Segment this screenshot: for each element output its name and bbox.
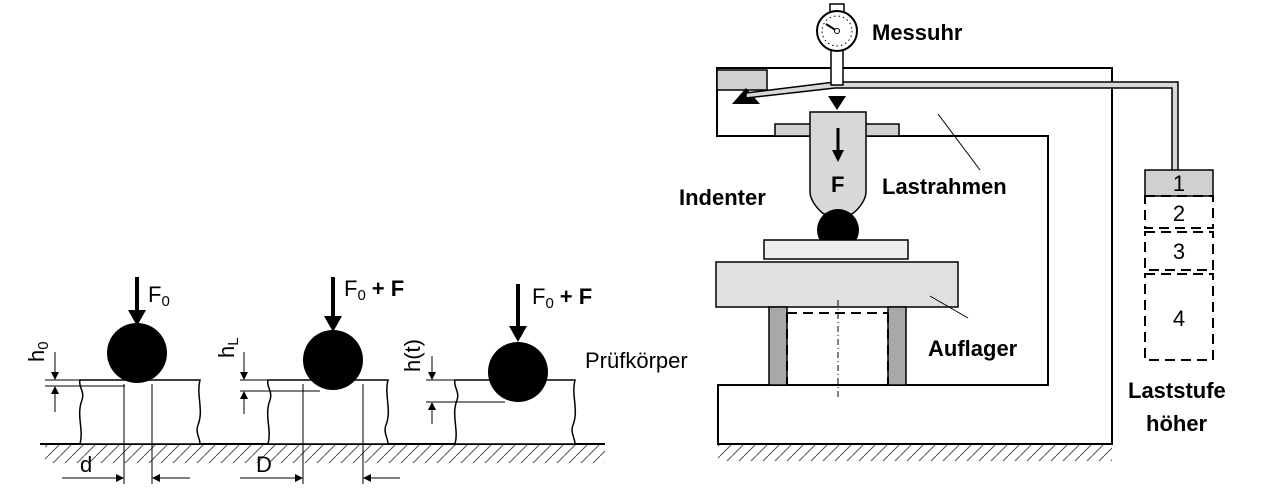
load-step-2-label: 2 — [1173, 201, 1185, 226]
lastrahmen-label: Lastrahmen — [882, 174, 1007, 199]
stage-2: F0+ F hL D — [214, 276, 404, 484]
dim-label-2: D — [256, 452, 272, 477]
bracket-top-left — [716, 69, 768, 91]
indentation-stages: F0 h0 d F0+ F hL — [24, 276, 688, 484]
force-arrowhead-3 — [509, 326, 527, 342]
force-arrowhead-1 — [128, 310, 146, 326]
height-label-3: h(t) — [400, 339, 425, 372]
force-label-2: F0+ F — [344, 276, 404, 304]
support-leg-right — [887, 306, 907, 386]
specimen-block-3 — [453, 379, 577, 445]
stage-1: F0 h0 d — [24, 277, 202, 484]
hoeher-label: höher — [1146, 411, 1208, 436]
indenter-ball-1 — [107, 323, 167, 383]
gauge-stem — [830, 49, 844, 86]
gauge-contact — [828, 96, 846, 110]
auflager-leader — [929, 295, 969, 319]
specimen-plate — [763, 239, 909, 260]
indenter-ball-2 — [303, 330, 363, 390]
dial-gauge — [816, 3, 858, 52]
pruefkoerper-label: Prüfkörper — [585, 348, 688, 373]
load-step-1 — [1144, 169, 1214, 197]
load-step-4 — [1144, 273, 1214, 361]
force-label-1: F0 — [148, 282, 170, 310]
indenter-ball-3 — [488, 342, 548, 402]
load-step-3-label: 3 — [1173, 239, 1185, 264]
load-weights: 1 2 3 4 — [1144, 169, 1214, 361]
force-arrowhead-2 — [324, 316, 342, 332]
height-label-1: h0 — [24, 341, 52, 362]
load-step-1-label: 1 — [1173, 171, 1185, 196]
auflager-label: Auflager — [928, 336, 1018, 361]
specimen-block-2 — [266, 379, 390, 445]
apparatus: Messuhr F Indenter Lastrahmen Auflager — [679, 3, 1226, 461]
indenter-force-arrowhead — [832, 150, 844, 162]
indenter-label: Indenter — [679, 185, 766, 210]
load-step-3 — [1144, 231, 1214, 271]
lastrahmen-leader — [937, 113, 981, 171]
messuhr-label: Messuhr — [872, 20, 963, 45]
ground-hatch — [45, 445, 605, 463]
height-label-2: hL — [214, 337, 242, 358]
indenter-force-label: F — [831, 172, 844, 197]
support-leg-left — [768, 306, 788, 386]
force-label-3: F0+ F — [532, 284, 592, 312]
specimen-block-1 — [78, 379, 202, 445]
dim-label-1: d — [80, 452, 92, 477]
support-table — [715, 261, 959, 308]
stage-3: F0+ F h(t) — [400, 284, 592, 445]
laststufe-label: Laststufe — [1128, 378, 1226, 403]
load-step-2 — [1144, 195, 1214, 229]
load-step-4-label: 4 — [1173, 306, 1185, 331]
indenter-body — [809, 111, 867, 215]
apparatus-ground-hatch — [718, 445, 1112, 461]
